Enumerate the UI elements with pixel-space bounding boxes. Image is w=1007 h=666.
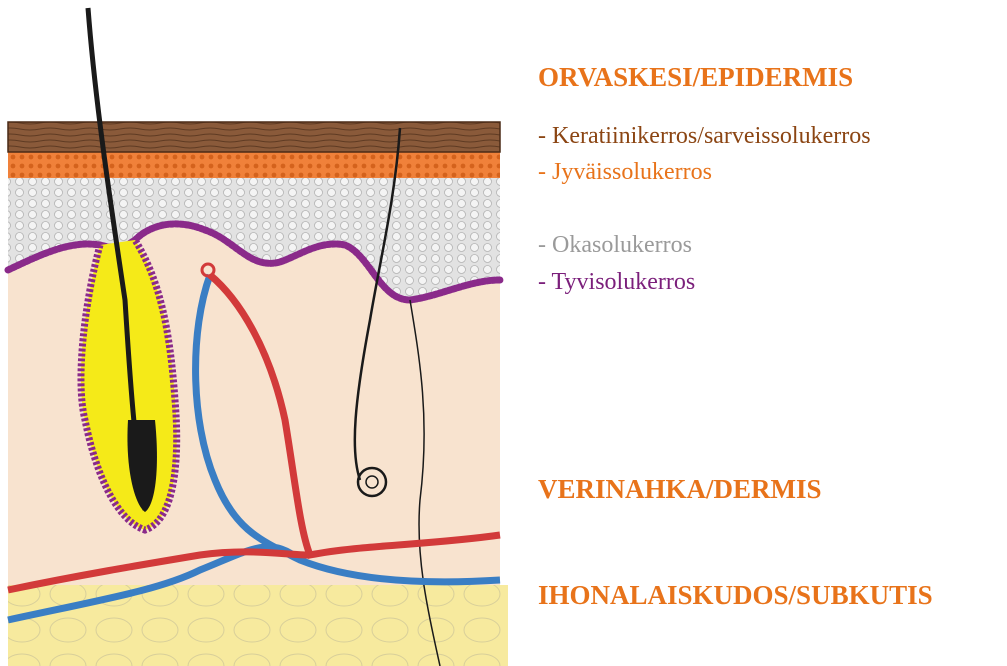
dermis-heading: VERINAHKA/DERMIS — [538, 474, 822, 505]
granular-layer — [8, 152, 500, 178]
keratin-layer — [8, 122, 500, 152]
spinous-layer-label: - Okasolukerros — [538, 232, 692, 259]
keratin-layer-label: - Keratiinikerros/sarveissolukerros — [538, 123, 871, 150]
subcutis-heading: IHONALAISKUDOS/SUBKUTIS — [538, 580, 933, 611]
basal-layer-label: - Tyvisolukerros — [538, 269, 695, 296]
epidermis-heading: ORVASKESI/EPIDERMIS — [538, 62, 853, 93]
skin-cross-section-illustration — [0, 0, 520, 666]
granular-layer-label: - Jyväissolukerros — [538, 159, 712, 186]
subcutis-layer — [8, 585, 508, 666]
